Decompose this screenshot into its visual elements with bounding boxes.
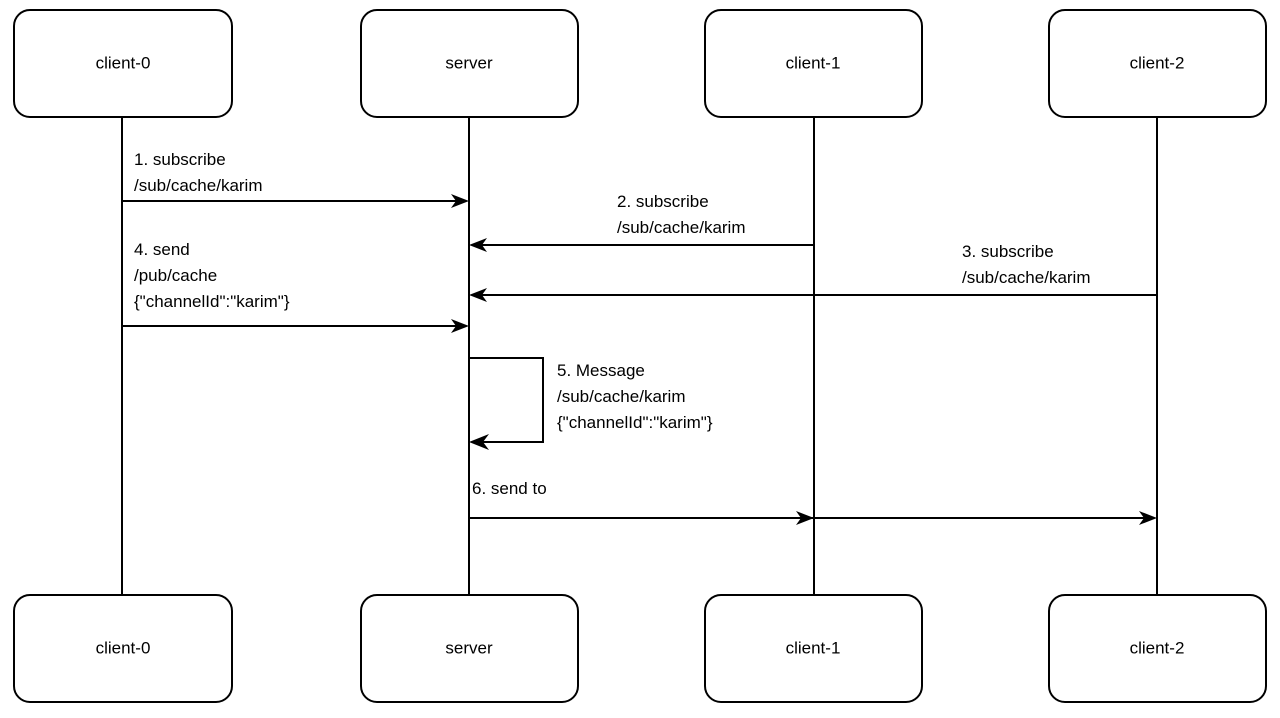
message-4-label-line-3: {"channelId":"karim"} <box>134 292 290 311</box>
participant-box-shape <box>13 9 233 118</box>
message-1-arrowhead <box>451 194 469 208</box>
participant-box-shape <box>704 594 923 703</box>
participant-label: server <box>445 638 493 657</box>
message-5-self-loop[interactable]: 5. Message /sub/cache/karim {"channelId"… <box>469 357 713 450</box>
participant-box-top-server[interactable]: server <box>360 9 579 118</box>
message-3-arrowhead <box>469 288 487 302</box>
participant-label: client-1 <box>786 53 841 72</box>
participant-box-bottom-server[interactable]: server <box>360 594 579 703</box>
message-4[interactable]: 4. send /pub/cache {"channelId":"karim"} <box>122 240 469 333</box>
message-1-label-line-1: 1. subscribe <box>134 150 226 169</box>
message-2-arrowhead <box>469 238 487 252</box>
message-6[interactable]: 6. send to <box>469 479 1157 525</box>
participant-label: client-2 <box>1130 53 1185 72</box>
message-4-label-line-1: 4. send <box>134 240 190 259</box>
message-5-arrowhead <box>469 434 489 450</box>
message-4-arrowhead <box>451 319 469 333</box>
message-5-label-line-2: /sub/cache/karim <box>557 387 686 406</box>
message-3-label-line-2: /sub/cache/karim <box>962 268 1091 287</box>
message-4-label-line-2: /pub/cache <box>134 266 217 285</box>
participant-box-shape <box>1048 594 1267 703</box>
participant-box-shape <box>13 594 233 703</box>
participant-box-shape <box>704 9 923 118</box>
participant-box-top-client-2[interactable]: client-2 <box>1048 9 1267 118</box>
participant-box-shape <box>360 9 579 118</box>
message-2-label-line-1: 2. subscribe <box>617 192 709 211</box>
participant-box-bottom-client-2[interactable]: client-2 <box>1048 594 1267 703</box>
message-3[interactable]: 3. subscribe /sub/cache/karim <box>469 242 1157 302</box>
message-2[interactable]: 2. subscribe /sub/cache/karim <box>469 192 814 252</box>
message-2-label-line-2: /sub/cache/karim <box>617 218 746 237</box>
participant-box-top-client-1[interactable]: client-1 <box>704 9 923 118</box>
participant-boxes-top: client-0 server client-1 client-2 <box>13 9 1267 118</box>
message-5-label-line-1: 5. Message <box>557 361 645 380</box>
participant-box-bottom-client-1[interactable]: client-1 <box>704 594 923 703</box>
message-1-label-line-2: /sub/cache/karim <box>134 176 263 195</box>
message-3-label-line-1: 3. subscribe <box>962 242 1054 261</box>
participant-label: client-0 <box>96 638 151 657</box>
participant-box-shape <box>1048 9 1267 118</box>
participant-box-shape <box>360 594 579 703</box>
participant-label: client-1 <box>786 638 841 657</box>
message-5-label-line-3: {"channelId":"karim"} <box>557 413 713 432</box>
participant-boxes-bottom: client-0 server client-1 client-2 <box>13 594 1267 703</box>
message-5-loop-path <box>469 357 544 443</box>
participant-box-top-client-0[interactable]: client-0 <box>13 9 233 118</box>
participant-label: server <box>445 53 493 72</box>
participant-box-bottom-client-0[interactable]: client-0 <box>13 594 233 703</box>
lifelines <box>121 117 1158 595</box>
participant-label: client-0 <box>96 53 151 72</box>
message-6-arrowhead-client-2 <box>1139 511 1157 525</box>
participant-label: client-2 <box>1130 638 1185 657</box>
message-1[interactable]: 1. subscribe /sub/cache/karim <box>122 150 469 208</box>
message-6-label-line-1: 6. send to <box>472 479 547 498</box>
message-6-arrowhead-client-1 <box>796 511 814 525</box>
